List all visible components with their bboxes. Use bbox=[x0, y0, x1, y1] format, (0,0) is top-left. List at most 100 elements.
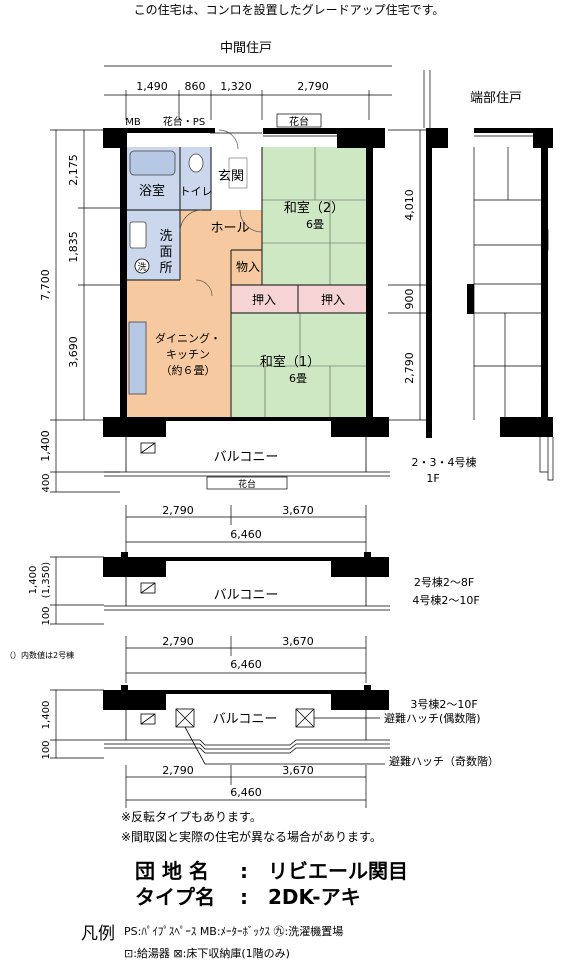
top-dim-2: 860 bbox=[185, 80, 206, 93]
floor-hatch-icon-left bbox=[175, 708, 385, 765]
oshiire-left bbox=[231, 285, 298, 313]
dk-name-2: キッチン bbox=[166, 348, 210, 361]
end-unit-label: 端部住戸 bbox=[470, 91, 522, 106]
note-reverse: ※反転タイプもあります。 bbox=[121, 810, 262, 824]
washroom-label-1: 洗 bbox=[159, 229, 172, 244]
variant-b-left-100: 100 bbox=[41, 740, 52, 759]
type-value: 2DK-アキ bbox=[268, 885, 361, 909]
variant-a-paren-note: （）内数値は2号棟 bbox=[5, 650, 74, 660]
right-dim-2790: 2,790 bbox=[403, 352, 416, 384]
complex-label: 団 地 名 bbox=[135, 859, 209, 883]
right-dimensions bbox=[388, 129, 426, 421]
hanadai-ps-label: 花台・PS bbox=[163, 115, 205, 128]
variant-b-dim-total: 6,460 bbox=[230, 658, 262, 671]
variant-b-note: 3号棟2～10F bbox=[410, 697, 477, 711]
balcony-outline bbox=[104, 437, 390, 477]
top-hanadai-label: 花台 bbox=[289, 115, 309, 128]
washroom-label-2: 面 bbox=[159, 245, 172, 260]
variant-b-bottom-dim-1: 2,790 bbox=[162, 764, 194, 777]
left-dim-3690: 3,690 bbox=[67, 336, 80, 368]
left-dim-400: 400 bbox=[41, 473, 52, 492]
type-label: タイプ名 bbox=[135, 885, 215, 909]
hatch-odd-label: 避難ハッチ（奇数階） bbox=[389, 754, 499, 768]
end-unit-plan bbox=[423, 70, 554, 481]
toilet-bowl bbox=[188, 153, 204, 173]
entrance-label: 玄関 bbox=[218, 169, 244, 184]
bottom-flower-box bbox=[206, 476, 288, 490]
complex-value: リビエール関目 bbox=[268, 859, 408, 883]
door-swings bbox=[179, 129, 263, 297]
washitsu2-name: 和室（2） bbox=[284, 200, 344, 216]
closet-area bbox=[231, 250, 262, 283]
oshiire-right bbox=[298, 285, 368, 313]
top-dim-3: 1,320 bbox=[220, 80, 252, 93]
right-dim-4010: 4,010 bbox=[403, 189, 416, 221]
variant-a-dim-lines bbox=[50, 505, 367, 625]
bath-label: 浴室 bbox=[139, 183, 165, 199]
variant-b-dim-lines bbox=[50, 689, 104, 759]
floor1-note-2: 1F bbox=[426, 472, 439, 485]
variant-b-dim-1: 2,790 bbox=[162, 635, 194, 648]
bottom-hanadai-label: 花台 bbox=[238, 478, 256, 490]
oshiire-right-label: 押入 bbox=[321, 293, 345, 307]
variant-b-bottom-dims bbox=[125, 765, 367, 808]
top-flower-box bbox=[276, 113, 322, 128]
interior-walls bbox=[126, 147, 368, 420]
kitchen-counter bbox=[128, 321, 147, 395]
tatami-lines bbox=[231, 147, 368, 420]
variant-a-left-100: 100 bbox=[41, 606, 52, 625]
washitsu1-size: 6畳 bbox=[289, 372, 307, 385]
washer-mark-icon bbox=[134, 258, 150, 274]
closet-label: 物入 bbox=[236, 260, 260, 274]
variant-b-bottom-dim-2: 3,670 bbox=[282, 764, 314, 777]
mb-label: MB bbox=[125, 117, 141, 128]
note-difference: ※間取図と実際の住宅が異なる場合があります。 bbox=[121, 829, 382, 844]
floor1-note-1: 2・3・4号棟 bbox=[412, 455, 477, 469]
bathtub bbox=[129, 150, 176, 176]
legend-line-2: ⊡:給湯器 ⊠:床下収納庫(1階のみ) bbox=[124, 946, 290, 960]
variant-a-walls bbox=[103, 552, 390, 611]
left-dim-1835: 1,835 bbox=[67, 231, 80, 263]
variant-a-bottom-dims bbox=[125, 636, 367, 683]
type-sep: : bbox=[240, 885, 248, 909]
left-dim-1400: 1,400 bbox=[39, 430, 52, 462]
wash-basin bbox=[129, 221, 147, 249]
left-dimensions bbox=[50, 129, 120, 493]
complex-sep: : bbox=[240, 859, 248, 883]
top-dimensions bbox=[104, 65, 392, 120]
water-heater-icon bbox=[140, 442, 156, 454]
oshiire-left-label: 押入 bbox=[252, 293, 276, 307]
variant-a-balcony: バルコニー bbox=[214, 588, 279, 603]
left-dim-total: 7,700 bbox=[39, 269, 52, 301]
variant-a-note-1: 2号棟2～8F bbox=[414, 575, 474, 589]
washer-mark: 洗 bbox=[137, 261, 146, 273]
legend-title: 凡例 bbox=[81, 924, 115, 944]
entrance-shoebox bbox=[228, 157, 248, 189]
header-note: この住宅は、コンロを設置したグレードアップ住宅です。 bbox=[134, 2, 445, 17]
top-dim-1: 1,490 bbox=[136, 80, 168, 93]
variant-a-dim-2: 3,670 bbox=[282, 504, 314, 517]
top-dim-4: 2,790 bbox=[297, 80, 329, 93]
toilet-label: トイレ bbox=[180, 185, 213, 198]
hatch-even-label: 避難ハッチ(偶数階) bbox=[384, 711, 481, 725]
dk-name-1: ダイニング・ bbox=[155, 331, 221, 345]
variant-a-dim-total: 6,460 bbox=[230, 528, 262, 541]
variant-b-dim-2: 3,670 bbox=[282, 635, 314, 648]
washitsu2-size: 6畳 bbox=[306, 218, 324, 231]
floor-hatch-icon-right bbox=[295, 708, 380, 728]
washitsu1-area bbox=[231, 313, 368, 420]
variant-b-balcony: バルコニー bbox=[213, 712, 278, 727]
hall-label: ホール bbox=[210, 221, 249, 236]
variant-a-left-1350: (1,350) bbox=[41, 562, 52, 599]
balcony-label: バルコニー bbox=[214, 450, 279, 465]
exterior-walls bbox=[103, 128, 389, 437]
variant-a-left-1400: 1,400 bbox=[28, 566, 39, 595]
legend-line-1: PS:ﾊﾟｲﾌﾟｽﾍﾟｰｽ MB:ﾒｰﾀｰﾎﾞｯｸｽ ㊈:洗濯機置場 bbox=[124, 924, 343, 938]
dk-size: （約６畳） bbox=[161, 363, 216, 377]
variant-a-dim-1: 2,790 bbox=[162, 504, 194, 517]
top-windows bbox=[210, 132, 337, 137]
variant-a-note-2: 4号棟2～10F bbox=[412, 593, 479, 607]
variant-b-left-1400: 1,400 bbox=[41, 701, 52, 730]
washroom-label-3: 所 bbox=[159, 261, 172, 276]
